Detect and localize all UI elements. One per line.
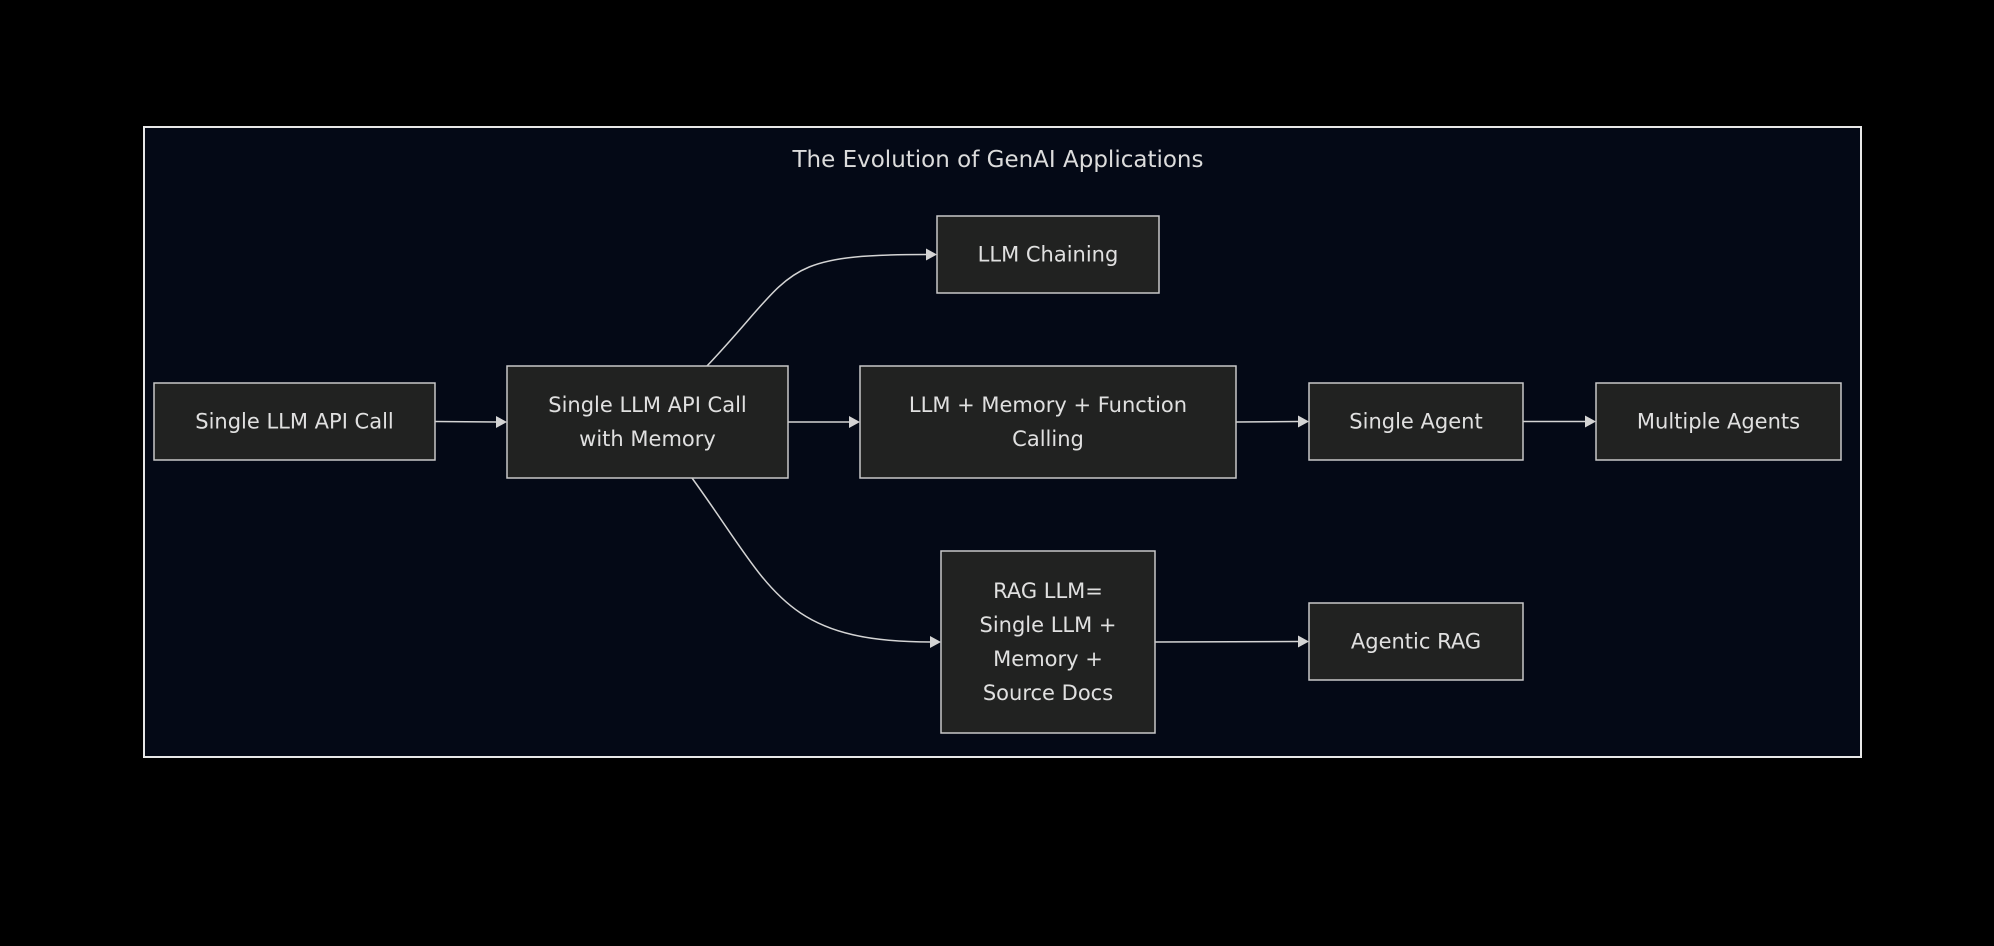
edge-line [706, 253, 928, 367]
node-box [936, 215, 1160, 294]
node-box [859, 365, 1237, 479]
edge-single-agent-to-multiple-agents [1523, 415, 1596, 428]
edge-line [691, 477, 932, 643]
edge-llm-memory-function-calling-to-single-agent [1235, 415, 1309, 428]
node-box [1308, 602, 1524, 681]
node-box [1595, 382, 1842, 461]
arrowhead-icon [849, 416, 860, 428]
node-label: Single LLM + [979, 613, 1116, 637]
node-label: Memory + [993, 647, 1103, 671]
node-label: LLM Chaining [978, 243, 1119, 267]
node-label: Single Agent [1349, 410, 1482, 434]
node-single-agent: Single Agent [1308, 382, 1524, 461]
node-label: Multiple Agents [1637, 410, 1800, 434]
node-label: Single LLM API Call [548, 393, 747, 417]
edge-rag-llm-to-agentic-rag [1154, 635, 1309, 648]
edge-line [434, 420, 498, 423]
node-llm-chaining: LLM Chaining [936, 215, 1160, 294]
diagram-title: The Evolution of GenAI Applications [792, 147, 1204, 173]
node-label: Agentic RAG [1351, 630, 1481, 654]
node-agentic-rag: Agentic RAG [1308, 602, 1524, 681]
node-label: RAG LLM= [993, 579, 1103, 603]
node-label: Calling [1012, 427, 1084, 451]
node-single-llm-api-call: Single LLM API Call [153, 382, 436, 461]
edge-single-llm-with-memory-to-llm-memory-function-calling [788, 416, 860, 428]
edge-line [1235, 420, 1300, 423]
edge-line [1154, 640, 1300, 643]
node-box [506, 365, 789, 479]
node-box [153, 382, 436, 461]
node-single-llm-with-memory: Single LLM API Call with Memory [506, 365, 789, 479]
arrowhead-icon [930, 636, 941, 648]
arrowhead-icon [1585, 415, 1596, 428]
node-label: with Memory [579, 427, 716, 451]
node-multiple-agents: Multiple Agents [1595, 382, 1842, 461]
arrowhead-icon [1298, 415, 1309, 428]
node-label: Single LLM API Call [195, 410, 394, 434]
edge-single-llm-with-memory-to-llm-chaining [706, 248, 937, 367]
edge-single-llm-api-call-to-single-llm-with-memory [434, 416, 507, 428]
arrowhead-icon [496, 416, 507, 428]
node-label: LLM + Memory + Function [909, 393, 1187, 417]
edge-single-llm-with-memory-to-rag-llm [691, 477, 941, 648]
node-label: Source Docs [983, 681, 1113, 705]
arrowhead-icon [1298, 635, 1309, 648]
arrowhead-icon [926, 248, 937, 261]
edges-layer [434, 248, 1596, 648]
node-box [940, 550, 1156, 734]
node-box [1308, 382, 1524, 461]
node-rag-llm: RAG LLM= Single LLM + Memory + Source Docs [940, 550, 1156, 734]
